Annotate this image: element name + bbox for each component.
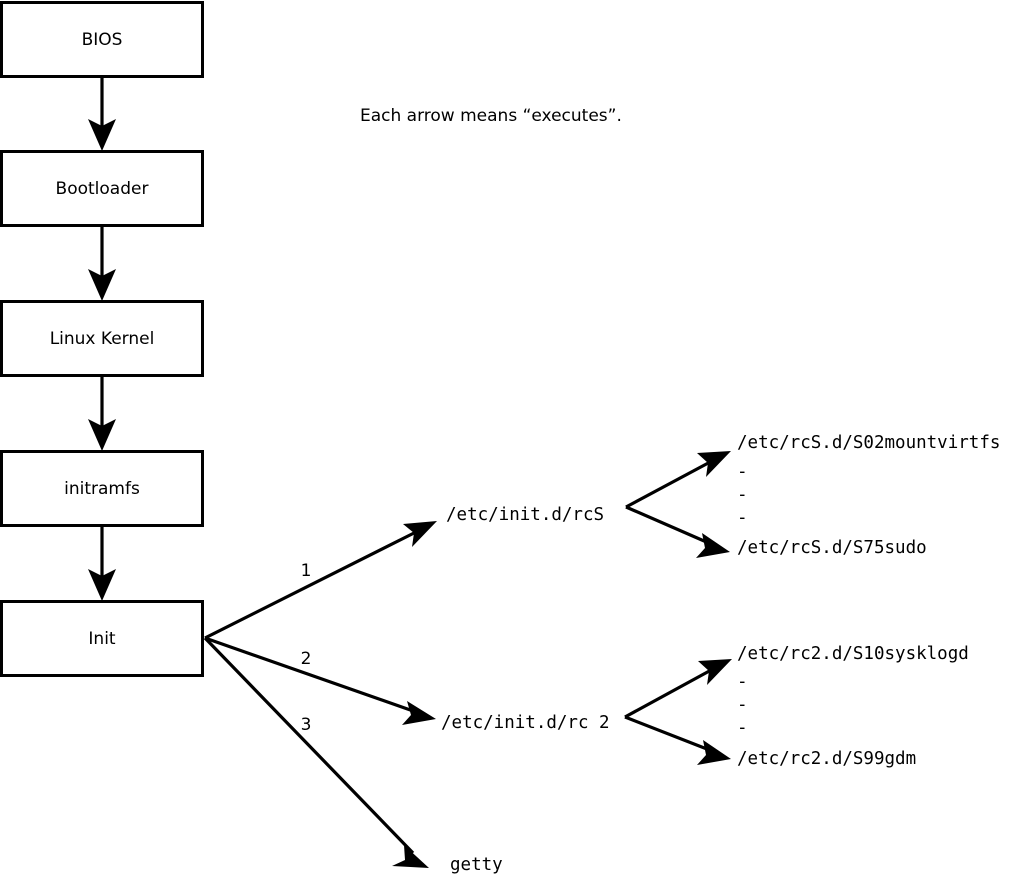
arrow-rcS-to-last-script bbox=[625, 505, 730, 558]
node-getty-label[interactable]: getty bbox=[450, 855, 503, 875]
arrow-rc2-to-last-script bbox=[624, 715, 731, 765]
node-rc2-label[interactable]: /etc/init.d/rc 2 bbox=[441, 713, 610, 733]
edge-number-3: 3 bbox=[301, 715, 312, 735]
rcS-ellipsis-dash-1: - bbox=[737, 462, 748, 482]
arrow-initramfs-to-init bbox=[88, 526, 116, 601]
rc2-ellipsis-dash-1: - bbox=[737, 672, 748, 692]
rc2-script-first: /etc/rc2.d/S10sysklogd bbox=[737, 644, 969, 664]
node-bios[interactable]: BIOS bbox=[0, 1, 204, 78]
node-initramfs-rect bbox=[0, 450, 204, 527]
node-initramfs[interactable]: initramfs bbox=[0, 450, 204, 527]
node-init-rect bbox=[0, 600, 204, 677]
arrow-init-to-getty bbox=[203, 636, 429, 868]
legend-note: Each arrow means “executes”. bbox=[360, 106, 622, 126]
arrow-kernel-to-initramfs bbox=[88, 376, 116, 451]
rc2-ellipsis-dash-3: - bbox=[737, 718, 748, 738]
node-bootloader-label: Bootloader bbox=[56, 179, 149, 199]
node-init[interactable]: Init bbox=[0, 600, 204, 677]
rc2-ellipsis-dash-2: - bbox=[737, 695, 748, 715]
arrow-init-to-rc2 bbox=[204, 636, 436, 725]
arrow-rc2-to-first-script bbox=[624, 659, 732, 719]
node-bootloader[interactable]: Bootloader bbox=[0, 150, 204, 227]
node-rcS-label[interactable]: /etc/init.d/rcS bbox=[446, 505, 604, 525]
node-bios-rect bbox=[0, 1, 204, 78]
arrow-rcS-to-first-script bbox=[625, 451, 731, 509]
node-linux-kernel[interactable]: Linux Kernel bbox=[0, 300, 204, 377]
node-linux-kernel-label: Linux Kernel bbox=[50, 329, 155, 349]
node-init-label: Init bbox=[88, 629, 116, 649]
node-linux-kernel-rect bbox=[0, 300, 204, 377]
rc2-script-last: /etc/rc2.d/S99gdm bbox=[737, 749, 916, 769]
arrow-bios-to-bootloader bbox=[88, 77, 116, 151]
node-initramfs-label: initramfs bbox=[64, 479, 140, 499]
arrow-bootloader-to-kernel bbox=[88, 226, 116, 301]
node-bios-label: BIOS bbox=[82, 30, 123, 50]
edge-number-1: 1 bbox=[301, 561, 312, 581]
arrow-init-to-rcS bbox=[204, 521, 437, 640]
rcS-script-first: /etc/rcS.d/S02mountvirtfs bbox=[737, 433, 1000, 453]
rcS-script-last: /etc/rcS.d/S75sudo bbox=[737, 538, 927, 558]
rcS-ellipsis-dash-2: - bbox=[737, 485, 748, 505]
node-bootloader-rect bbox=[0, 150, 204, 227]
rcS-ellipsis-dash-3: - bbox=[737, 508, 748, 528]
edge-number-2: 2 bbox=[301, 649, 312, 669]
